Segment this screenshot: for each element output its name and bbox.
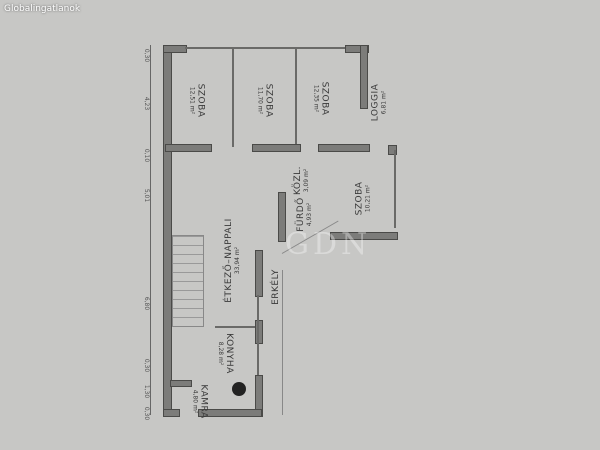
wall xyxy=(388,145,397,155)
wall xyxy=(345,45,369,53)
room-name: ERKÉLY xyxy=(270,269,281,305)
room-name: FÜRDŐ xyxy=(295,197,306,232)
watermark-text: Globalingatlanok xyxy=(4,4,81,14)
wall xyxy=(170,380,192,387)
dimension-label: 5,01 xyxy=(143,188,151,203)
room-area: 10,21 m² xyxy=(364,184,372,213)
room-area: 33,94 m² xyxy=(233,246,241,275)
dimension-label: 4,23 xyxy=(143,96,151,111)
room-name: KAMRA xyxy=(198,384,209,419)
wall xyxy=(318,144,370,152)
room-area: 4,93 m² xyxy=(305,202,313,227)
dimension-label: 6,80 xyxy=(143,296,151,311)
room-area: 4,80 m² xyxy=(191,389,199,414)
partition xyxy=(295,47,297,147)
room-name: SZOBA xyxy=(263,83,274,118)
wall xyxy=(252,144,301,152)
room-area: 12,35 m² xyxy=(312,84,320,113)
room-area: 6,81 m² xyxy=(380,90,388,115)
wall xyxy=(163,409,180,417)
bathroom-wall xyxy=(278,192,286,242)
wall xyxy=(165,144,212,152)
room-label: KÖZL.3,09 m² xyxy=(293,166,310,195)
window xyxy=(185,47,345,49)
dimension-label: 0,30 xyxy=(143,406,151,421)
wall xyxy=(163,45,187,53)
counter xyxy=(215,326,255,328)
room-area: 12,51 m² xyxy=(188,86,196,115)
outer-wall-left xyxy=(163,45,172,417)
wall xyxy=(198,409,262,417)
room-name: SZOBA xyxy=(354,181,365,216)
dimension-label: 0,30 xyxy=(143,48,151,63)
wall xyxy=(255,250,263,297)
loggia-wall xyxy=(360,45,368,109)
room-label: ERKÉLY xyxy=(271,269,281,305)
logo-watermark: GDN xyxy=(285,227,372,262)
room-name: ÉTKEZŐ–NAPPALI xyxy=(223,218,234,303)
balcony-edge xyxy=(282,270,283,415)
room-name: SZOBA xyxy=(319,81,330,116)
dimension-line xyxy=(150,45,151,415)
dimension-label: 1,30 xyxy=(143,384,151,399)
room-area: 3,09 m² xyxy=(303,168,311,193)
room-area: 11,70 m² xyxy=(256,86,264,115)
dimension-label: 0,10 xyxy=(143,148,151,163)
boiler xyxy=(232,382,246,396)
wall xyxy=(255,320,263,344)
partition xyxy=(232,47,234,147)
room-name: KONYHA xyxy=(223,333,234,374)
room-name: SZOBA xyxy=(195,83,206,118)
room-name: LOGGIA xyxy=(370,83,381,122)
window xyxy=(257,295,259,375)
wall xyxy=(330,232,398,240)
window xyxy=(394,150,396,228)
staircase xyxy=(172,235,204,327)
room-name: KÖZL. xyxy=(293,165,304,196)
room-area: 8,28 m² xyxy=(216,341,224,366)
dimension-label: 0,30 xyxy=(143,358,151,373)
